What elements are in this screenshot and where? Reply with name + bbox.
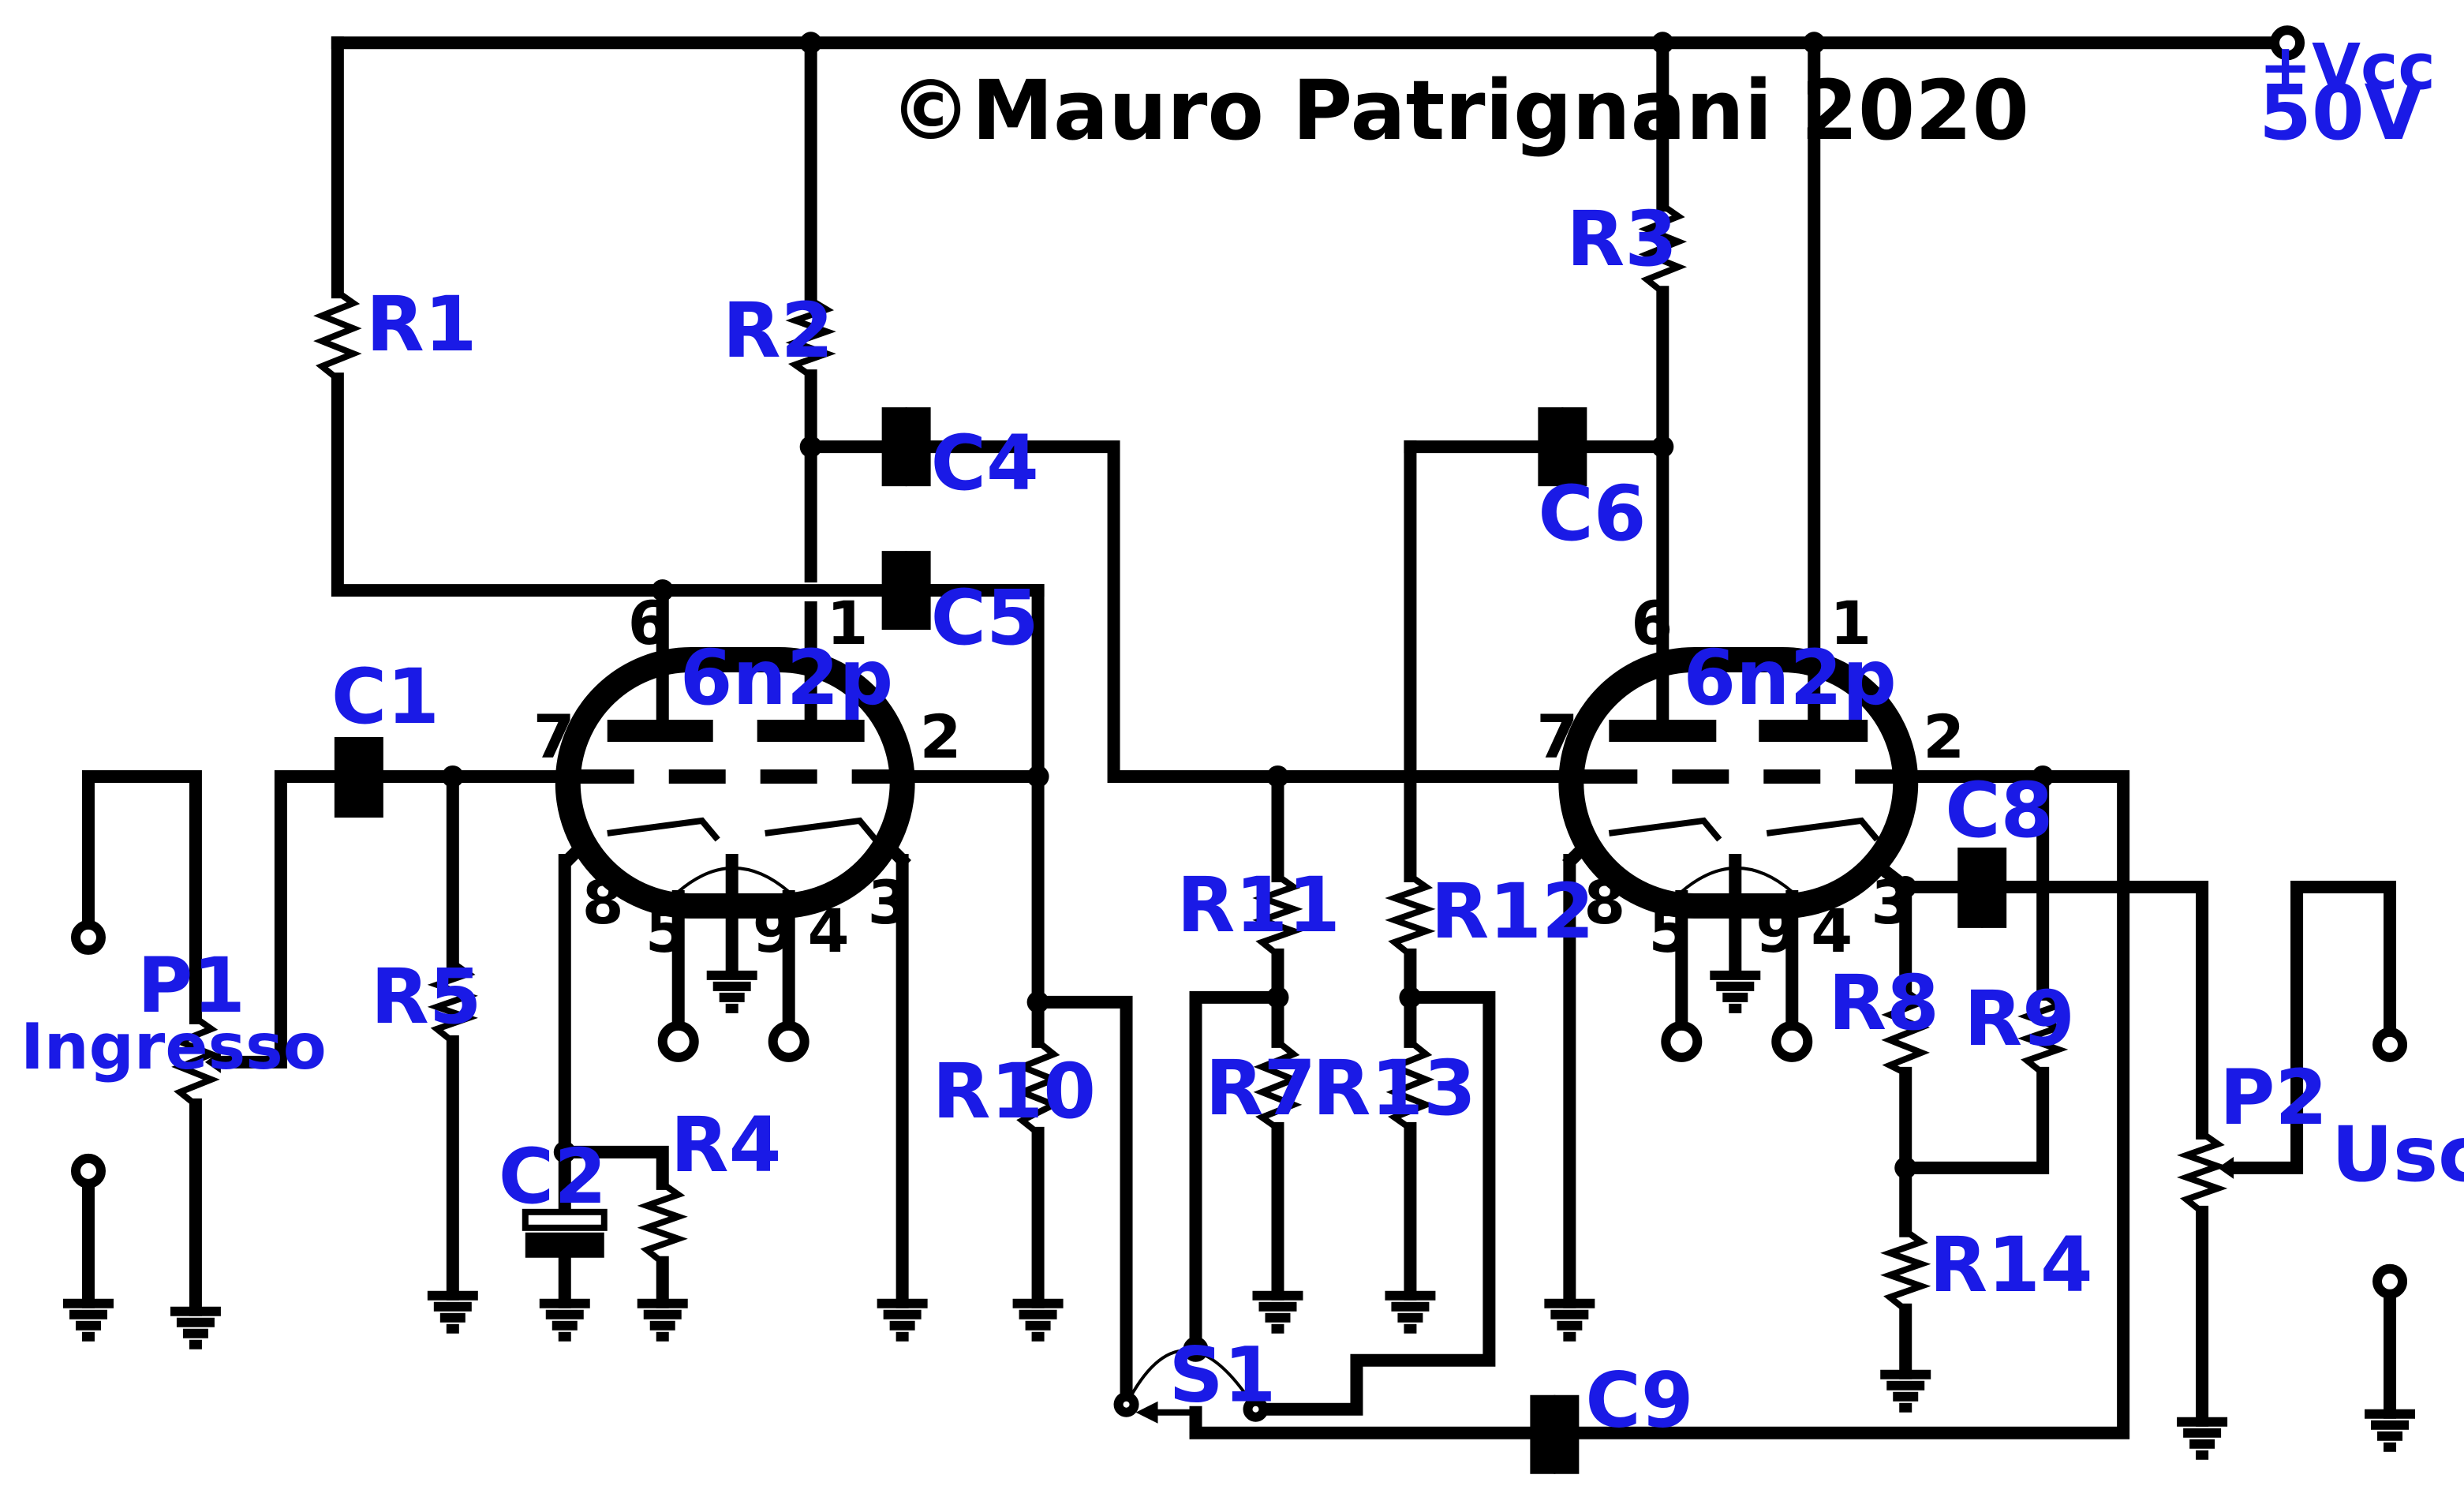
tube1-pin-1: 1 bbox=[827, 588, 869, 658]
pot-wipers bbox=[204, 1050, 2234, 1179]
capacitors bbox=[334, 407, 2007, 1474]
label-r7: R7 bbox=[1206, 1044, 1317, 1132]
resistor-r3 bbox=[1638, 202, 1688, 295]
tube2-type: 6n2p bbox=[1683, 634, 1897, 722]
resistor-r7 bbox=[1253, 1039, 1303, 1132]
capacitor-c9 bbox=[1530, 1394, 1580, 1474]
label-p1: P1 bbox=[137, 941, 245, 1030]
pot-p1 bbox=[171, 1015, 220, 1107]
resistors bbox=[171, 202, 2228, 1312]
label-c6: C6 bbox=[1538, 470, 1646, 558]
resistor-r11 bbox=[1252, 873, 1303, 958]
label-r9: R9 bbox=[1964, 975, 2075, 1063]
tube1-pin-2: 2 bbox=[920, 702, 962, 772]
tube2-pin-5: 5 bbox=[1648, 896, 1690, 966]
label-p2: P2 bbox=[2219, 1054, 2328, 1142]
label-r11: R11 bbox=[1177, 861, 1340, 949]
tube2-pin-7: 7 bbox=[1536, 702, 1578, 772]
tube2-pin-6: 6 bbox=[1631, 588, 1673, 658]
tube2-pin-1: 1 bbox=[1830, 588, 1871, 658]
resistor-r10 bbox=[1013, 1039, 1063, 1136]
label-r13: R13 bbox=[1312, 1044, 1475, 1132]
junction-dots bbox=[441, 32, 2055, 1179]
supply-voltage: 50V bbox=[2259, 69, 2423, 157]
tube2-pin-9: 9 bbox=[1755, 896, 1797, 966]
capacitor-c1 bbox=[334, 737, 383, 818]
tube1-pin-3: 3 bbox=[868, 867, 910, 938]
label-c1: C1 bbox=[331, 653, 439, 741]
label-c2: C2 bbox=[499, 1132, 607, 1221]
label-c9: C9 bbox=[1585, 1357, 1693, 1445]
label-r2: R2 bbox=[723, 286, 834, 375]
tube1-pin-6: 6 bbox=[628, 588, 670, 658]
resistor-r13 bbox=[1385, 1039, 1435, 1132]
capacitor-c2-electrolytic bbox=[522, 1208, 608, 1258]
label-r5: R5 bbox=[371, 953, 482, 1041]
tube1-pin-8: 8 bbox=[582, 867, 624, 938]
label-r3: R3 bbox=[1566, 195, 1677, 283]
supply-label: +Vcc bbox=[2259, 30, 2436, 103]
tube1-pin-5: 5 bbox=[645, 896, 687, 966]
resistor-r9 bbox=[2017, 991, 2069, 1076]
resistor-r4 bbox=[637, 1181, 688, 1265]
label-r1: R1 bbox=[366, 280, 477, 369]
label-c4: C4 bbox=[931, 419, 1039, 507]
resistor-r2 bbox=[785, 297, 836, 379]
label-c5: C5 bbox=[931, 574, 1039, 662]
label-r14: R14 bbox=[1929, 1221, 2092, 1309]
label-r4: R4 bbox=[671, 1101, 782, 1189]
capacitor-c5 bbox=[881, 551, 931, 631]
tube2-pin-4: 4 bbox=[1811, 896, 1853, 966]
tube1-type: 6n2p bbox=[680, 634, 894, 722]
tube1-pin-9: 9 bbox=[753, 896, 795, 966]
pot-p2 bbox=[2177, 1130, 2228, 1215]
capacitor-c8 bbox=[1957, 847, 2007, 928]
tube1-pin-7: 7 bbox=[533, 702, 575, 772]
label-r8: R8 bbox=[1828, 959, 1939, 1047]
resistor-r8 bbox=[1881, 988, 1930, 1076]
terminals bbox=[70, 25, 2408, 1299]
wiring bbox=[81, 36, 2397, 1439]
label-input: Ingresso bbox=[21, 1010, 327, 1084]
tube2-pin-2: 2 bbox=[1923, 702, 1965, 772]
capacitor-c6 bbox=[1538, 407, 1587, 487]
label-r10: R10 bbox=[933, 1047, 1096, 1136]
tube-1 bbox=[555, 647, 915, 1062]
copyright-text: ©Mauro Patrignani 2020 bbox=[890, 63, 2029, 159]
tube1-pin-4: 4 bbox=[808, 896, 850, 966]
resistor-r5 bbox=[427, 960, 478, 1045]
tube2-pin-8: 8 bbox=[1583, 867, 1625, 938]
label-r12: R12 bbox=[1430, 867, 1594, 956]
label-output: Uscita bbox=[2331, 1110, 2464, 1199]
tube-2 bbox=[1558, 647, 1919, 1062]
switch-s1 bbox=[1113, 1336, 1269, 1424]
capacitor-c4 bbox=[881, 407, 931, 487]
resistor-r14 bbox=[1880, 1228, 1931, 1312]
label-s1: S1 bbox=[1169, 1331, 1277, 1420]
resistor-r12 bbox=[1385, 873, 1436, 958]
label-c8: C8 bbox=[1945, 766, 2053, 855]
resistor-r1 bbox=[313, 289, 362, 382]
tube2-pin-3: 3 bbox=[1871, 867, 1912, 938]
